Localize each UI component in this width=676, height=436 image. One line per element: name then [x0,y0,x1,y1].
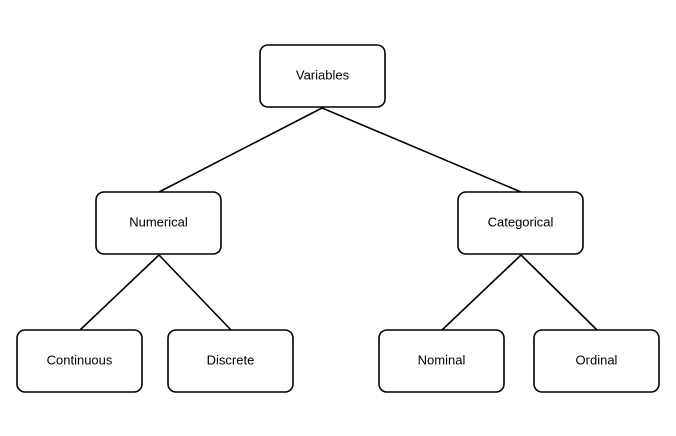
node-discrete: Discrete [167,329,294,393]
edge-variables-categorical [321,107,522,193]
node-continuous-box [16,329,143,393]
node-ordinal-box [533,329,660,393]
edge-categorical-ordinal [520,254,598,331]
edge-categorical-nominal [441,254,522,331]
node-categorical: Categorical [457,191,584,255]
edge-numerical-discrete [158,254,232,331]
node-variables-label: Variables [296,67,350,82]
node-variables-box [259,44,386,108]
node-continuous: Continuous [16,329,143,393]
node-categorical-label: Categorical [488,214,554,229]
node-numerical: Numerical [95,191,222,255]
node-ordinal-label: Ordinal [576,352,618,367]
node-variables: Variables [259,44,386,108]
diagram-edges [79,107,598,331]
node-nominal-label: Nominal [418,352,466,367]
node-nominal-box [378,329,505,393]
edge-variables-numerical [158,107,323,193]
node-categorical-box [457,191,584,255]
node-nominal: Nominal [378,329,505,393]
node-numerical-label: Numerical [129,214,188,229]
node-discrete-box [167,329,294,393]
node-numerical-box [95,191,222,255]
node-ordinal: Ordinal [533,329,660,393]
node-discrete-label: Discrete [207,352,255,367]
edge-numerical-continuous [79,254,160,331]
node-continuous-label: Continuous [47,352,113,367]
